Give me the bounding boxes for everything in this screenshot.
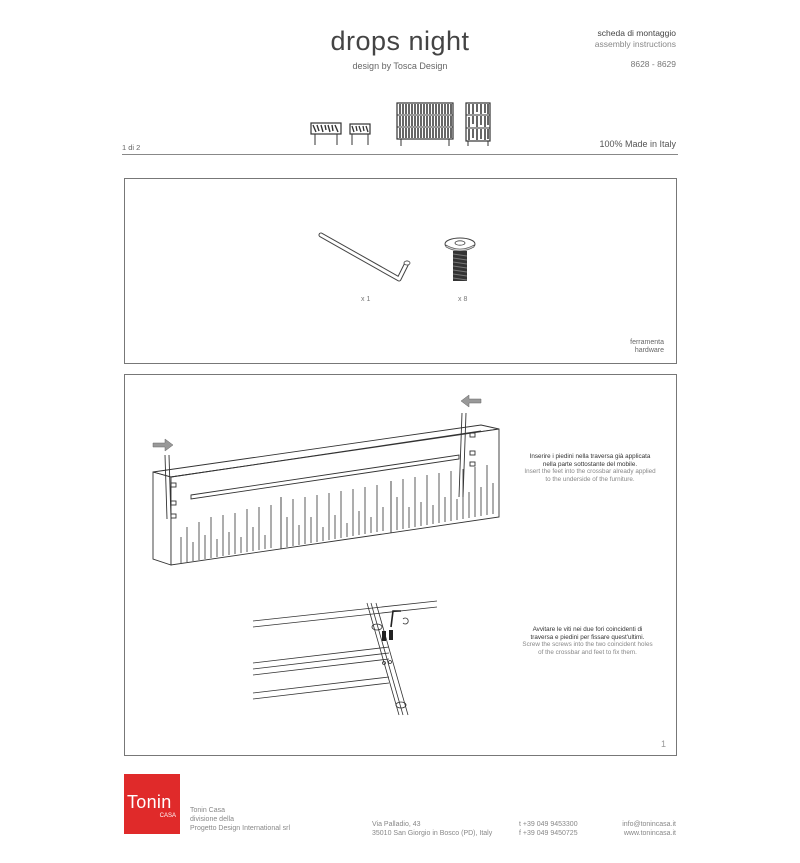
website-link[interactable]: www.tonincasa.it: [623, 830, 676, 837]
product-codes: 8628 - 8629: [630, 59, 676, 69]
company-phone: t +39 049 9453300 f +39 049 9450725: [519, 821, 578, 837]
instruction-1: Inserire i piedini nella traversa già ap…: [524, 453, 656, 483]
dresser-icon: [396, 102, 454, 146]
nightstand-wide-icon: [310, 122, 342, 145]
page-indicator: 1 di 2: [122, 143, 141, 152]
tonin-casa-logo: Tonin CASA: [124, 774, 180, 834]
allen-key-icon: [318, 232, 411, 282]
made-in-italy: 100% Made in Italy: [599, 139, 676, 149]
logo-brand: Tonin: [127, 792, 172, 812]
nightstand-small-icon: [349, 123, 371, 145]
company-contact: info@tonincasa.it www.tonincasa.it: [622, 820, 676, 838]
hardware-label-it: ferramenta: [630, 339, 664, 346]
document-type: scheda di montaggio assembly instruction…: [595, 28, 676, 50]
company-address: Via Palladio, 43 35010 San Giorgio in Bo…: [372, 821, 493, 837]
screw-quantity: x 8: [458, 296, 468, 303]
screw-icon: [444, 237, 476, 281]
company-info: Tonin Casa divisione della Progetto Desi…: [190, 807, 290, 832]
header-divider: [122, 154, 678, 155]
hardware-label: ferramenta hardware: [630, 339, 664, 355]
arrow-left-icon: [460, 394, 482, 408]
product-title: drops night: [330, 26, 470, 56]
cabinet-underside-diagram: [152, 394, 500, 566]
designer-credit: design by Tosca Design: [352, 61, 448, 71]
email-link[interactable]: info@tonincasa.it: [622, 821, 676, 828]
instruction-2: Avvitare le viti nei due fori coincident…: [522, 626, 653, 656]
hardware-panel: x 1 x 8 ferramenta hardware: [124, 178, 677, 364]
screw-fixing-detail-diagram: [252, 600, 438, 716]
allen-key-quantity: x 1: [361, 296, 371, 303]
logo-sub: CASA: [159, 813, 176, 819]
assembly-step-panel: Inserire i piedini nella traversa già ap…: [124, 374, 677, 756]
hardware-label-en: hardware: [634, 347, 664, 354]
document-type-it: scheda di montaggio: [597, 28, 676, 38]
arrow-right-icon: [152, 438, 174, 452]
step-number: 1: [660, 739, 666, 749]
document-type-en: assembly instructions: [594, 39, 676, 49]
tall-chest-icon: [465, 102, 491, 146]
